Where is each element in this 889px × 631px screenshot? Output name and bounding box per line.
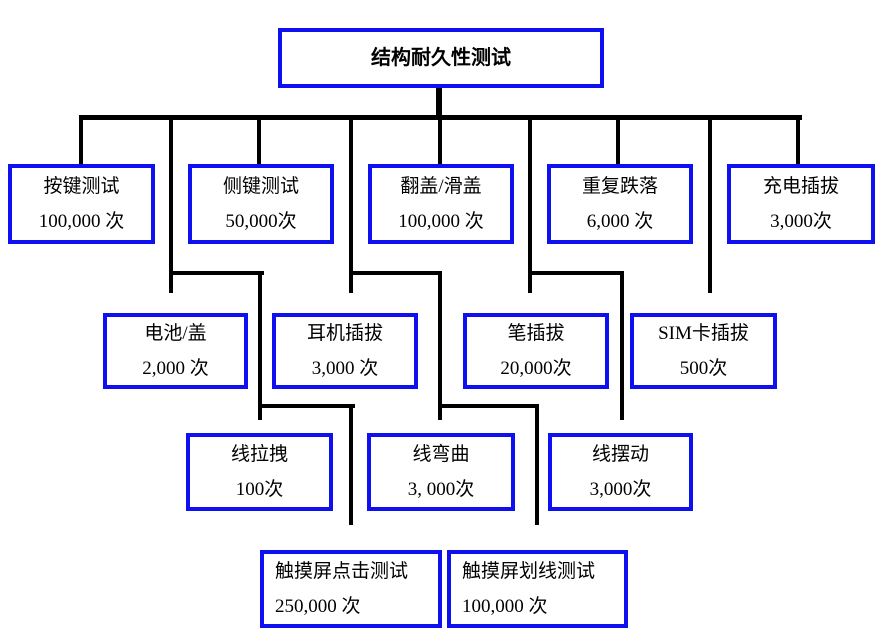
connector-root-stub: [436, 88, 442, 117]
node-label: 线摆动: [591, 444, 649, 465]
connector-drop-flip-slide: [438, 120, 442, 165]
node-label: 按键测试: [43, 176, 120, 197]
node-wire-pull-test: 线拉拽 100次: [186, 433, 333, 511]
node-count: 100,000 次: [462, 596, 548, 617]
connector-elbow-wire-pull: [169, 271, 264, 275]
connector-drop-sim: [708, 120, 712, 293]
connector-drop-charger: [796, 120, 800, 165]
node-stylus-plug-test: 笔插拔 20,000次: [463, 313, 609, 389]
node-label: 笔插拔: [507, 323, 565, 344]
connector-elbow-wire-swing: [528, 271, 624, 275]
node-touchscreen-click-test: 触摸屏点击测试 250,000 次: [260, 550, 442, 628]
node-wire-swing-test: 线摆动 3,000次: [548, 433, 693, 511]
node-count: 500次: [679, 358, 728, 379]
node-earphone-plug-test: 耳机插拔 3,000 次: [272, 313, 418, 389]
node-repeat-drop-test: 重复跌落 6,000 次: [547, 164, 693, 244]
node-count: 2,000 次: [142, 358, 209, 379]
node-count: 50,000次: [225, 211, 297, 232]
node-count: 250,000 次: [275, 596, 361, 617]
connector-elbow-wire-bend: [349, 271, 442, 275]
connector-drop-side-key: [257, 120, 261, 165]
node-label: 电池/盖: [144, 323, 207, 344]
node-label: 侧键测试: [222, 176, 299, 197]
connector-drop-wire-swing: [620, 271, 624, 420]
node-battery-cover-test: 电池/盖 2,000 次: [103, 313, 248, 389]
node-count: 100,000 次: [398, 211, 484, 232]
node-label: 重复跌落: [581, 176, 658, 197]
connector-drop-stylus: [528, 120, 532, 293]
node-label: 结构耐久性测试: [371, 46, 511, 69]
node-label: 翻盖/滑盖: [400, 176, 482, 197]
connector-elbow-touch-line: [438, 404, 539, 408]
connector-drop-touch-click: [349, 404, 353, 525]
node-key-test: 按键测试 100,000 次: [8, 164, 155, 244]
node-label: SIM卡插拔: [658, 323, 749, 344]
connector-drop-touch-line: [535, 404, 539, 525]
node-flip-slide-test: 翻盖/滑盖 100,000 次: [368, 164, 514, 244]
node-count: 3,000 次: [311, 358, 379, 379]
connector-drop-wire-bend: [438, 271, 442, 420]
connector-drop-earphone: [349, 120, 353, 293]
node-count: 100次: [235, 479, 284, 500]
node-count: 3,000次: [770, 211, 832, 232]
node-label: 耳机插拔: [306, 323, 383, 344]
connector-drop-key-test: [79, 120, 83, 165]
node-count: 100,000 次: [38, 211, 125, 232]
node-wire-bend-test: 线弯曲 3, 000次: [367, 433, 515, 511]
node-label: 线弯曲: [412, 444, 470, 465]
node-charger-plug-test: 充电插拔 3,000次: [727, 164, 875, 244]
node-count: 3, 000次: [407, 479, 475, 500]
connector-bus: [79, 115, 802, 120]
node-label: 触摸屏点击测试: [275, 561, 409, 582]
node-side-key-test: 侧键测试 50,000次: [188, 164, 334, 244]
connector-elbow-touch-click: [258, 404, 355, 408]
node-label: 充电插拔: [762, 176, 839, 197]
node-count: 3,000次: [589, 479, 652, 500]
node-count: 20,000次: [500, 358, 572, 379]
node-touchscreen-line-test: 触摸屏划线测试 100,000 次: [447, 550, 628, 628]
connector-drop-repeat-drop: [616, 120, 620, 165]
connector-drop-battery: [169, 120, 173, 293]
node-label: 线拉拽: [230, 444, 288, 465]
node-structural-durability-test: 结构耐久性测试: [278, 28, 604, 88]
node-label: 触摸屏划线测试: [462, 561, 596, 582]
node-sim-card-plug-test: SIM卡插拔 500次: [630, 313, 777, 389]
connector-drop-wire-pull: [258, 271, 262, 420]
node-count: 6,000 次: [586, 211, 654, 232]
